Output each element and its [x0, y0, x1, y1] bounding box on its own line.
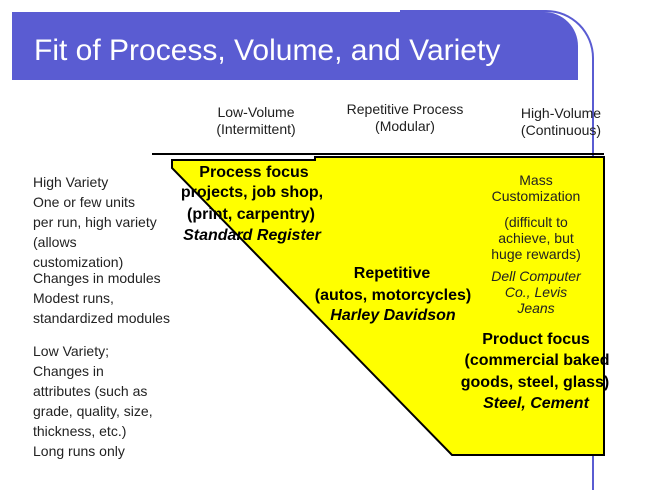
mass-custom-example: Dell Computer Co., Levis Jeans: [474, 268, 598, 316]
mass-custom-block: Mass Customization (difficult to achieve…: [474, 172, 598, 262]
row-label-line: grade, quality, size,: [33, 403, 153, 419]
row-label-low-variety: Low Variety; Changes in attributes (such…: [33, 341, 203, 461]
row-label-modules: Changes in modules Modest runs, standard…: [33, 268, 203, 328]
mass-custom-example-line: Co., Levis: [504, 284, 568, 300]
repetitive-title: Repetitive: [353, 265, 431, 282]
process-focus-title: Process focus: [199, 164, 309, 181]
row-label-line: per run, high variety: [33, 214, 157, 230]
row-label-line: Modest runs,: [33, 290, 114, 306]
mass-custom-line: Mass: [519, 172, 553, 188]
col-header-high-volume: High-Volume (Continuous): [506, 105, 616, 139]
row-label-line: standardized modules: [33, 310, 170, 326]
mass-custom-line: huge rewards): [491, 246, 581, 262]
row-label-line: attributes (such as: [33, 383, 148, 399]
row-label-line: (allows: [33, 234, 77, 250]
col-header-line: High-Volume: [520, 105, 602, 121]
product-focus-example: Steel, Cement: [483, 395, 589, 412]
row-label-line: Long runs only: [33, 443, 125, 459]
mass-custom-example-line: Dell Computer: [491, 268, 581, 284]
mass-custom-line: Customization: [491, 188, 581, 204]
repetitive-example: Harley Davidson: [330, 307, 456, 324]
process-focus-line2: projects, job shop,: [180, 184, 324, 201]
row-label-line: Low Variety;: [33, 343, 109, 359]
mass-custom-line: (difficult to: [504, 214, 568, 230]
product-focus-line3: goods, steel, glass): [460, 374, 610, 391]
mass-custom-line: achieve, but: [498, 230, 574, 246]
col-header-line: (Intermittent): [216, 121, 296, 137]
col-header-low-volume: Low-Volume (Intermittent): [196, 104, 316, 138]
title-bar: [12, 12, 578, 80]
col-header-repetitive: Repetitive Process (Modular): [330, 101, 480, 135]
col-header-line: (Continuous): [520, 122, 602, 138]
col-header-line: Repetitive Process: [346, 101, 464, 117]
product-focus-line2: (commercial baked: [464, 352, 610, 369]
row-label-line: Changes in: [33, 363, 104, 379]
row-label-line: One or few units: [33, 194, 135, 210]
process-focus-line3: (print, carpentry): [186, 206, 315, 223]
product-focus-title: Product focus: [482, 331, 590, 348]
repetitive-line2: (autos, motorcycles): [314, 287, 472, 304]
row-label-high-variety: High Variety One or few units per run, h…: [33, 172, 193, 272]
row-label-line: customization): [33, 254, 124, 270]
fit-region-polygon: [171, 156, 605, 456]
mass-custom-example-line: Jeans: [517, 300, 555, 316]
row-label-line: thickness, etc.): [33, 423, 127, 439]
row-label-line: High Variety: [33, 174, 109, 190]
col-header-line: Low-Volume: [217, 104, 295, 120]
col-header-line: (Modular): [375, 118, 435, 134]
row-label-line: Changes in modules: [33, 270, 161, 286]
page-title: Fit of Process, Volume, and Variety: [34, 34, 501, 67]
process-focus-example: Standard Register: [183, 227, 321, 244]
